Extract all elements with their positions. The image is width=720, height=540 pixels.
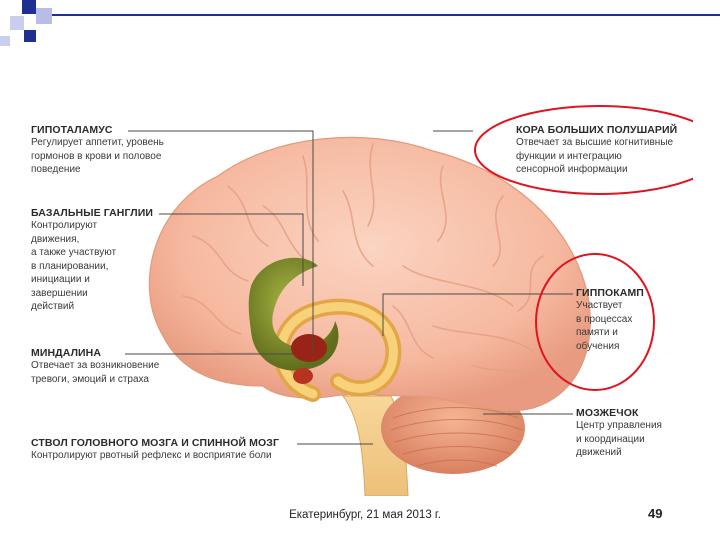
label-hypothalamus: ГИПОТАЛАМУС Регулирует аппетит, уровень … (31, 124, 211, 177)
amygdala-shape (291, 334, 327, 362)
cortex-title: КОРА БОЛЬШИХ ПОЛУШАРИЙ (516, 124, 678, 136)
amygdala-desc: Отвечает за возникновение тревоги, эмоци… (31, 360, 160, 385)
basal-ganglia-title: БАЗАЛЬНЫЕ ГАНГЛИИ (31, 207, 154, 219)
label-cortex: КОРА БОЛЬШИХ ПОЛУШАРИЙ Отвечает за высши… (516, 124, 686, 177)
label-basal-ganglia: БАЗАЛЬНЫЕ ГАНГЛИИ Контролируют движения,… (31, 207, 171, 314)
cortex-highlight-circle (474, 105, 693, 195)
cerebellum-title: МОЗЖЕЧОК (576, 407, 639, 419)
hippocampus-title: ГИППОКАМП (576, 287, 644, 299)
cerebellum-desc: Центр управления и координации движений (576, 420, 662, 458)
pointer-basal-ganglia (159, 213, 304, 286)
brainstem-title: СТВОЛ ГОЛОВНОГО МОЗГА И СПИННОЙ МОЗГ (31, 437, 279, 449)
hippocampus-highlight-circle (535, 253, 655, 391)
cortex-desc: Отвечает за высшие когнитивные функции и… (516, 137, 674, 175)
basal-ganglia-shape (248, 257, 339, 371)
brain-diagram-panel: ГИПОТАЛАМУС Регулирует аппетит, уровень … (13, 96, 693, 496)
hippocampus-desc: Участвует в процессах памяти и обучения (576, 300, 633, 352)
corner-square-dark-2 (24, 30, 36, 42)
hypothalamus-title: ГИПОТАЛАМУС (31, 124, 113, 136)
label-cerebellum: МОЗЖЕЧОК Центр управления и координации … (576, 407, 686, 460)
corner-square-lavender-2 (10, 16, 24, 30)
title-rule (52, 14, 720, 16)
page-number: 49 (648, 506, 663, 521)
corner-square-lavender-3 (0, 36, 10, 46)
label-amygdala: МИНДАЛИНА Отвечает за возникновение трев… (31, 347, 211, 386)
label-brainstem: СТВОЛ ГОЛОВНОГО МОЗГА И СПИННОЙ МОЗГ Кон… (31, 437, 331, 463)
brainstem-desc: Контролируют рвотный рефлекс и восприяти… (31, 450, 272, 461)
label-hippocampus: ГИППОКАМП Участвует в процессах памяти и… (576, 287, 676, 353)
pointer-hypothalamus (128, 130, 314, 354)
corner-square-dark-1 (22, 0, 36, 14)
basal-ganglia-desc: Контролируют движения, а также участвуют… (31, 220, 117, 312)
pointer-hippocampus (382, 293, 573, 336)
cerebrum-shape (148, 136, 591, 412)
footer-text: Екатеринбург, 21 мая 2013 г. (289, 509, 441, 521)
amygdala-title: МИНДАЛИНА (31, 347, 102, 359)
corner-square-lavender-1 (36, 8, 52, 24)
brain-illustration (125, 105, 693, 496)
hypothalamus-desc: Регулирует аппетит, уровень гормонов в к… (31, 137, 164, 175)
